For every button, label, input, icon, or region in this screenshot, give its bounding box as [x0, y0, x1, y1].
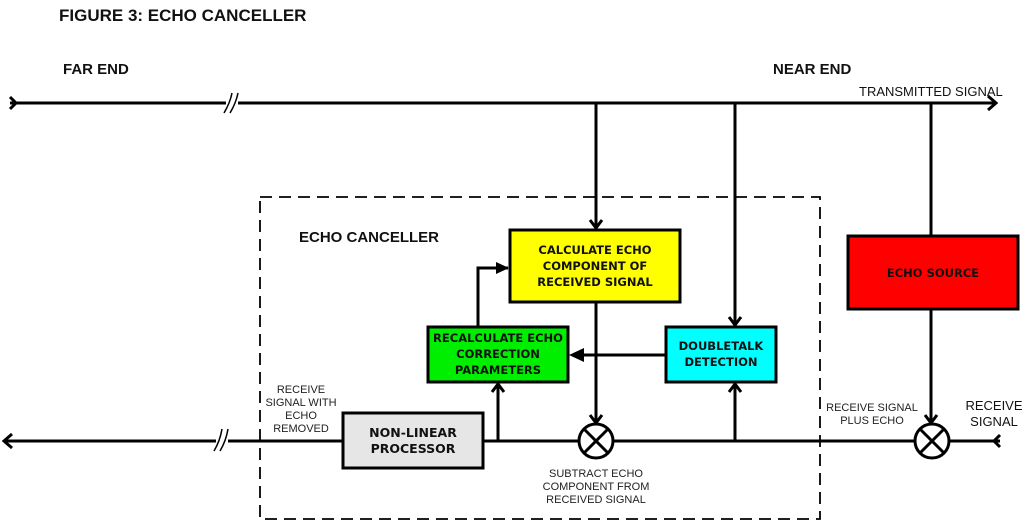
svg-text:DETECTION: DETECTION [684, 355, 757, 369]
receive-line [1, 428, 1002, 452]
arrow-down-icon [588, 219, 604, 231]
svg-text:RECEIVED SIGNAL: RECEIVED SIGNAL [546, 494, 646, 506]
receive-signal-label: RECEIVE SIGNAL [965, 398, 1022, 429]
svg-text:RECALCULATE ECHO: RECALCULATE ECHO [433, 331, 563, 345]
svg-text:PROCESSOR: PROCESSOR [371, 441, 456, 456]
echo-canceller-group [259, 196, 821, 520]
svg-text:ECHO: ECHO [285, 410, 317, 422]
svg-text:RECEIVE: RECEIVE [965, 398, 1022, 413]
svg-text:PARAMETERS: PARAMETERS [455, 363, 541, 377]
calculate-echo-block: CALCULATE ECHO COMPONENT OF RECEIVED SIG… [508, 228, 682, 304]
svg-text:DOUBLETALK: DOUBLETALK [679, 339, 765, 353]
transmit-line [8, 92, 999, 114]
svg-text:CALCULATE ECHO: CALCULATE ECHO [538, 243, 651, 257]
svg-text:REMOVED: REMOVED [273, 423, 329, 435]
svg-text:SUBTRACT ECHO: SUBTRACT ECHO [549, 468, 643, 480]
svg-text:NON-LINEAR: NON-LINEAR [369, 425, 457, 440]
subtractor-junction-icon [577, 422, 615, 460]
recalc-to-calc-connector [476, 266, 508, 327]
receive-with-echo-removed-label: RECEIVE SIGNAL WITH ECHO REMOVED [265, 384, 336, 435]
transmitted-signal-label: TRANSMITTED SIGNAL [859, 84, 1003, 99]
non-linear-processor-block: NON-LINEAR PROCESSOR [341, 411, 485, 470]
tail-arrow-icon [8, 95, 19, 111]
figure-title: FIGURE 3: ECHO CANCELLER [59, 6, 306, 25]
svg-text:COMPONENT OF: COMPONENT OF [543, 259, 647, 273]
line-break-icon [213, 428, 229, 452]
line-break-icon [223, 92, 239, 114]
arrow-up-icon [727, 381, 743, 393]
svg-text:RECEIVE: RECEIVE [277, 384, 325, 396]
subtract-echo-label: SUBTRACT ECHO COMPONENT FROM RECEIVED SI… [543, 468, 650, 506]
doubletalk-detection-block: DOUBLETALK DETECTION [664, 325, 778, 384]
svg-text:CORRECTION: CORRECTION [456, 347, 540, 361]
arrow-right-icon [496, 262, 509, 274]
tail-arrow-icon [991, 433, 1002, 449]
echo-source-block: ECHO SOURCE [846, 234, 1020, 311]
receive-plus-echo-label: RECEIVE SIGNAL PLUS ECHO [826, 402, 918, 427]
svg-text:PLUS ECHO: PLUS ECHO [840, 415, 904, 427]
recalculate-params-block: RECALCULATE ECHO CORRECTION PARAMETERS [426, 325, 570, 384]
adder-junction-icon [913, 422, 951, 460]
arrow-left-icon [569, 348, 584, 362]
far-end-label: FAR END [63, 61, 129, 78]
svg-text:RECEIVE SIGNAL: RECEIVE SIGNAL [826, 402, 918, 414]
svg-text:SIGNAL WITH: SIGNAL WITH [265, 397, 336, 409]
svg-text:RECEIVED SIGNAL: RECEIVED SIGNAL [537, 275, 653, 289]
svg-text:COMPONENT FROM: COMPONENT FROM [543, 481, 650, 493]
svg-text:ECHO SOURCE: ECHO SOURCE [887, 266, 979, 280]
arrow-left-icon [1, 432, 13, 450]
svg-text:SIGNAL: SIGNAL [970, 414, 1018, 429]
arrow-down-icon [727, 316, 743, 328]
arrow-right-icon [987, 94, 999, 112]
near-end-label: NEAR END [773, 61, 852, 78]
arrow-up-icon [490, 381, 506, 393]
group-label: ECHO CANCELLER [299, 229, 439, 246]
